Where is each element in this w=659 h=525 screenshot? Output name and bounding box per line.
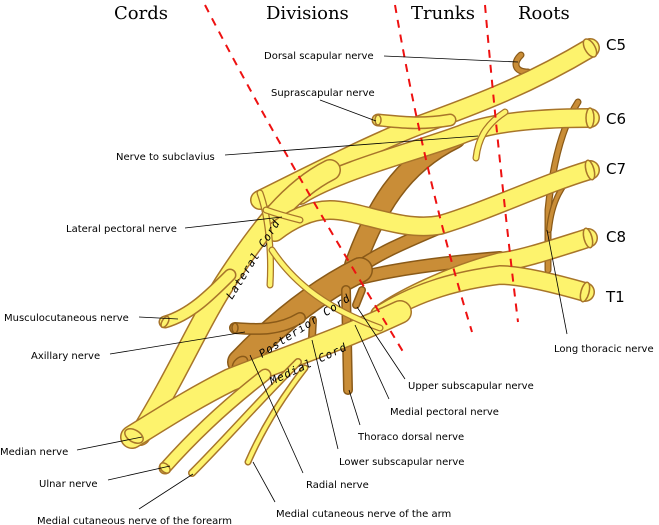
divider-cords-divisions [204,4,406,356]
root-label-c5: C5 [606,36,626,54]
leader-lines [76,55,568,510]
title-trunks: Trunks [411,3,475,24]
label-lower-subscapular-nerve: Lower subscapular nerve [339,457,464,468]
label-musculocutaneous-nerve: Musculocutaneous nerve [4,313,129,324]
label-axillary-nerve: Axillary nerve [31,351,100,362]
root-label-c7: C7 [606,160,626,178]
region-dividers [204,4,519,356]
label-ulnar-nerve: Ulnar nerve [39,479,98,490]
dorsal-scapular-nerve-shape [512,51,532,76]
label-upper-subscapular-nerve: Upper subscapular nerve [408,381,534,392]
root-label-c6: C6 [606,110,626,128]
title-divisions: Divisions [266,3,349,24]
divider-trunks-roots [484,4,519,323]
label-thoracodorsal-nerve: Thoraco dorsal nerve [357,432,464,443]
title-roots: Roots [518,3,570,24]
label-suprascapular-nerve: Suprascapular nerve [271,88,375,99]
label-nerve-to-subclavius: Nerve to subclavius [116,152,215,163]
yellow-nerves-group [120,38,600,477]
label-medial-cutaneous-arm: Medial cutaneous nerve of the arm [276,509,451,520]
label-medial-cutaneous-forearm: Medial cutaneous nerve of the forearm [37,516,232,525]
label-medial-pectoral-nerve: Medial pectoral nerve [390,407,499,418]
root-label-t1: T1 [605,288,625,306]
title-cords: Cords [114,3,168,24]
divider-divisions-trunks [394,4,473,333]
label-radial-nerve: Radial nerve [306,480,369,491]
root-label-c8: C8 [606,228,626,246]
label-median-nerve: Median nerve [0,447,68,458]
label-lateral-pectoral-nerve: Lateral pectoral nerve [66,224,177,235]
label-long-thoracic-nerve: Long thoracic nerve [554,344,654,355]
label-dorsal-scapular-nerve: Dorsal scapular nerve [264,51,374,62]
